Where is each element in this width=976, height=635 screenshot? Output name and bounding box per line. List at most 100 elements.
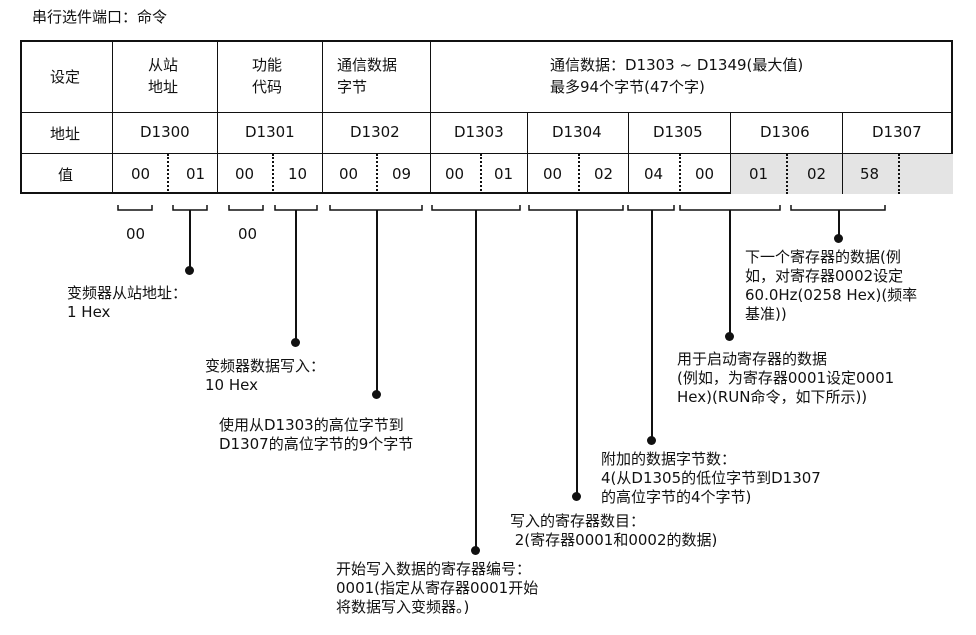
header-slave-1: 从站 [148, 56, 179, 74]
leader-dot [185, 266, 194, 275]
note-line: 0001(指定从寄存器0001开始 [336, 579, 539, 597]
address-cell: D1304 [552, 123, 602, 141]
value-cell: 00 [543, 165, 563, 183]
col-divider [322, 42, 323, 194]
col-divider [112, 42, 113, 194]
byte-separator [376, 154, 378, 194]
header-func-2: 代码 [252, 78, 283, 96]
value-cell: 09 [392, 165, 412, 183]
note-line: 写入的寄存器数目： [510, 512, 646, 530]
address-cell: D1302 [350, 123, 400, 141]
value-cell: 02 [807, 165, 827, 183]
value-cell: 00 [339, 165, 359, 183]
address-cell: D1307 [872, 123, 922, 141]
note-line: (例如，为寄存器0001设定0001 [677, 369, 895, 387]
header-bytes-1: 通信数据 [337, 56, 398, 74]
header-data-2: 最多94个字节(47个字) [550, 78, 705, 96]
header-func-1: 功能 [252, 56, 283, 74]
note-line: 将数据写入变频器。) [336, 598, 470, 616]
leader-line [475, 210, 477, 550]
note-slave-address: 变频器从站地址：1 Hex [67, 284, 187, 322]
value-cell: 00 [445, 165, 465, 183]
col-divider [628, 112, 629, 194]
col-divider [730, 112, 731, 194]
leader-dot [834, 234, 843, 243]
header-bytes-2: 字节 [337, 78, 368, 96]
command-table: 设定 从站 地址 功能 代码 通信数据 字节 通信数据：D1303 ~ D134… [20, 40, 953, 194]
header-setting: 设定 [50, 68, 81, 86]
note-line: 2(寄存器0001和0002的数据) [510, 531, 718, 549]
note-line: 1 Hex [67, 303, 111, 321]
note-line: Hex)(RUN命令，如下所示)) [677, 388, 868, 406]
brace-value: 00 [238, 225, 258, 243]
address-cell: D1301 [245, 123, 295, 141]
note-line: 开始写入数据的寄存器编号： [336, 560, 532, 578]
note-line: D1307的高位字节的9个字节 [219, 435, 414, 453]
row-label-value: 值 [58, 166, 74, 184]
col-divider [842, 112, 843, 194]
leader-dot [647, 436, 656, 445]
page-title: 串行选件端口：命令 [32, 8, 168, 26]
note-line: 如，对寄存器0002设定 [745, 267, 904, 285]
value-cell: 00 [131, 165, 151, 183]
value-cell: 58 [860, 165, 880, 183]
leader-line [376, 210, 378, 394]
row-divider [22, 112, 951, 113]
byte-separator [679, 154, 681, 194]
note-line: 用于启动寄存器的数据 [677, 350, 828, 368]
header-slave-2: 地址 [148, 78, 179, 96]
note-line: 基准)) [745, 305, 787, 323]
address-cell: D1305 [653, 123, 703, 141]
value-cell: 02 [594, 165, 614, 183]
value-cell: 01 [494, 165, 514, 183]
note-line: 附加的数据字节数： [601, 450, 737, 468]
leader-line [838, 210, 840, 238]
address-cell: D1303 [454, 123, 504, 141]
byte-separator [578, 154, 580, 194]
leader-dot [471, 546, 480, 555]
value-cell: 00 [235, 165, 255, 183]
row-label-address: 地址 [50, 125, 81, 143]
byte-separator [786, 154, 788, 194]
leader-dot [725, 332, 734, 341]
note-line: 变频器数据写入： [205, 357, 326, 375]
note-line: 变频器从站地址： [67, 284, 188, 302]
leader-dot [572, 492, 581, 501]
leader-dot [372, 390, 381, 399]
leader-line [189, 210, 191, 270]
leader-dot [291, 338, 300, 347]
value-cell: 10 [288, 165, 308, 183]
shaded-cell [730, 154, 953, 194]
leader-line [729, 210, 731, 336]
row-divider [22, 153, 951, 154]
col-divider [217, 42, 218, 194]
byte-separator [480, 154, 482, 194]
col-divider [527, 112, 528, 194]
byte-separator [167, 154, 169, 194]
brace [117, 205, 153, 211]
value-cell: 04 [644, 165, 664, 183]
value-cell: 00 [695, 165, 715, 183]
address-cell: D1300 [140, 123, 190, 141]
leader-line [576, 210, 578, 496]
note-function-code: 变频器数据写入：10 Hex [205, 357, 325, 395]
note-line: 使用从D1303的高位字节到 [219, 416, 404, 434]
note-start-register: 开始写入数据的寄存器编号：0001(指定从寄存器0001开始将数据写入变频器。) [336, 560, 538, 617]
header-data-1: 通信数据：D1303 ~ D1349(最大值) [550, 56, 804, 74]
note-line: 下一个寄存器的数据(例 [745, 248, 901, 266]
byte-separator [898, 154, 900, 194]
address-cell: D1306 [760, 123, 810, 141]
byte-separator [272, 154, 274, 194]
brace-value: 00 [126, 225, 146, 243]
note-line: 4(从D1305的低位字节到D1307 [601, 469, 821, 487]
leader-line [295, 210, 297, 342]
value-cell: 01 [186, 165, 206, 183]
col-divider [430, 42, 431, 194]
note-line: 60.0Hz(0258 Hex)(频率 [745, 286, 918, 304]
leader-line [651, 210, 653, 440]
note-line: 的高位字节的4个字节) [601, 488, 752, 506]
